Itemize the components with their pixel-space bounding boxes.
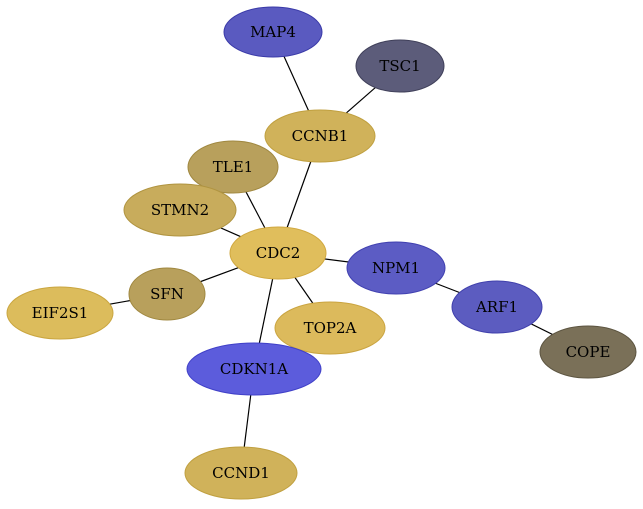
node-label-map4: MAP4 (250, 23, 296, 41)
node-label-arf1: ARF1 (475, 298, 518, 316)
node-ellipse-ccnd1[interactable] (184, 446, 298, 500)
node-ellipse-cdkn1a[interactable] (186, 342, 322, 396)
node-ellipse-tle1[interactable] (187, 140, 279, 194)
node-cdc2[interactable]: CDC2 (229, 226, 327, 280)
node-label-eif2s1: EIF2S1 (32, 304, 89, 322)
node-ellipse-top2a[interactable] (274, 301, 386, 355)
node-ellipse-cdc2[interactable] (229, 226, 327, 280)
node-cdkn1a[interactable]: CDKN1A (186, 342, 322, 396)
node-ellipse-map4[interactable] (223, 6, 323, 58)
node-label-top2a: TOP2A (304, 319, 357, 337)
node-ccnd1[interactable]: CCND1 (184, 446, 298, 500)
node-label-cdkn1a: CDKN1A (220, 360, 288, 378)
node-label-cdc2: CDC2 (256, 244, 301, 262)
node-ellipse-stmn2[interactable] (123, 183, 237, 237)
node-map4[interactable]: MAP4 (223, 6, 323, 58)
node-label-npm1: NPM1 (372, 259, 420, 277)
node-label-stmn2: STMN2 (151, 201, 209, 219)
node-ellipse-ccnb1[interactable] (264, 109, 376, 163)
node-label-ccnd1: CCND1 (212, 464, 270, 482)
node-stmn2[interactable]: STMN2 (123, 183, 237, 237)
node-ccnb1[interactable]: CCNB1 (264, 109, 376, 163)
node-sfn[interactable]: SFN (128, 267, 206, 321)
node-tsc1[interactable]: TSC1 (355, 39, 445, 93)
node-label-cope: COPE (566, 343, 611, 361)
node-ellipse-sfn[interactable] (128, 267, 206, 321)
node-label-tle1: TLE1 (213, 158, 253, 176)
node-npm1[interactable]: NPM1 (346, 241, 446, 295)
node-ellipse-eif2s1[interactable] (6, 286, 114, 340)
node-label-sfn: SFN (150, 285, 184, 303)
node-label-tsc1: TSC1 (379, 57, 420, 75)
node-ellipse-npm1[interactable] (346, 241, 446, 295)
node-tle1[interactable]: TLE1 (187, 140, 279, 194)
node-cope[interactable]: COPE (539, 325, 637, 379)
node-ellipse-cope[interactable] (539, 325, 637, 379)
node-label-ccnb1: CCNB1 (292, 127, 349, 145)
node-ellipse-arf1[interactable] (451, 280, 543, 334)
node-top2a[interactable]: TOP2A (274, 301, 386, 355)
node-eif2s1[interactable]: EIF2S1 (6, 286, 114, 340)
node-arf1[interactable]: ARF1 (451, 280, 543, 334)
node-ellipse-tsc1[interactable] (355, 39, 445, 93)
